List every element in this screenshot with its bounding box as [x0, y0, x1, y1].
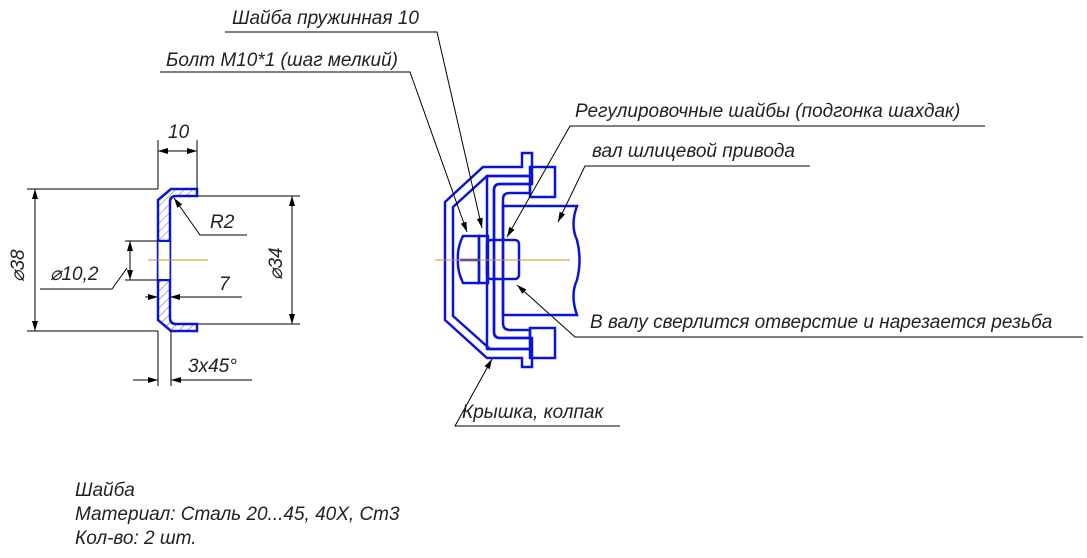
label-spring-washer: Шайба пружинная 10 [232, 8, 419, 29]
dim-chamfer: 3x45° [188, 356, 237, 377]
note-line: Кол-во: 2 шт. [75, 528, 197, 549]
label-shaft: вал шлицевой привода [592, 141, 795, 162]
label-cap: Крышка, колпак [462, 402, 604, 423]
dim-outer-dia: ⌀38 [8, 249, 29, 282]
cap [443, 151, 534, 369]
washer-outline [156, 187, 199, 333]
dim-hole-dia: ⌀10,2 [50, 264, 99, 285]
label-adjusting-washers: Регулировочные шайбы (подгонка шахдак) [575, 101, 960, 122]
part-notes: Шайба Материал: Сталь 20...45, 40Х, Ст3 … [75, 480, 400, 549]
callouts: Шайба пружинная 10 Болт М10*1 (шаг мелки… [160, 8, 1083, 427]
note-line: Материал: Сталь 20...45, 40Х, Ст3 [75, 504, 400, 525]
washer-section-view: 10 ⌀38 ⌀34 ⌀10,2 R2 7 3x45° [8, 122, 300, 386]
bolt-head [456, 234, 481, 285]
dim-inner-dia: ⌀34 [266, 247, 287, 280]
shaft [501, 204, 581, 317]
dim-radius: R2 [210, 212, 235, 233]
adjusting-washer [492, 182, 532, 340]
label-bolt: Болт М10*1 (шаг мелкий) [166, 50, 398, 71]
dim-width: 10 [168, 122, 190, 143]
label-thread-note: В валу сверлится отверстие и нарезается … [590, 312, 1052, 333]
assembly-section-view [435, 151, 581, 369]
note-line: Шайба [75, 480, 135, 501]
dim-depth: 7 [219, 274, 231, 295]
